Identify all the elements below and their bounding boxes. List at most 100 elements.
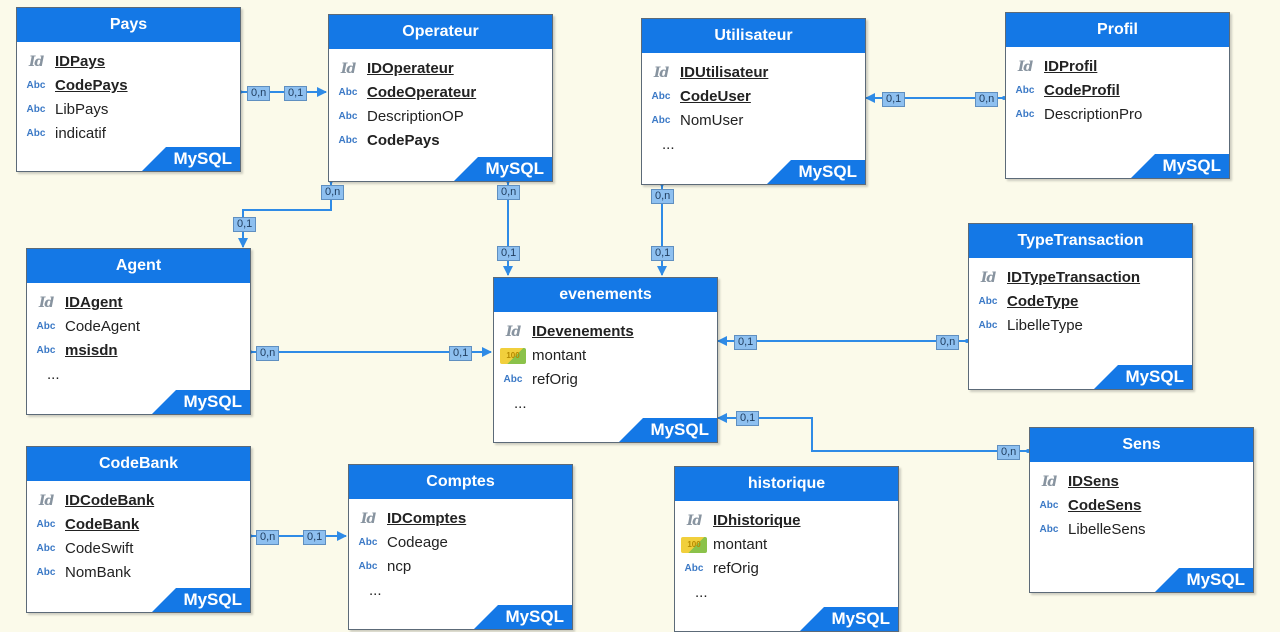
cardinality-to: 0,1	[449, 346, 473, 361]
abc-icon: Abc	[36, 543, 56, 555]
badge-corner	[1155, 568, 1179, 592]
entity-title: Operateur	[329, 15, 552, 49]
badge-corner	[1094, 365, 1118, 389]
entity-title: historique	[675, 467, 898, 501]
mysql-badge	[643, 418, 717, 442]
field-name: CodePays	[55, 77, 128, 94]
field-name: LibelleSens	[1068, 521, 1146, 538]
field-row[interactable]: Abc LibelleSens	[1036, 518, 1253, 542]
mysql-label: MySQL	[798, 162, 857, 181]
mysql-label: MySQL	[485, 159, 544, 178]
id-icon: Id	[980, 270, 996, 287]
relation-operateur-agent[interactable]	[238, 181, 332, 248]
field-name: CodeSwift	[65, 540, 134, 557]
entity-title: Pays	[17, 8, 240, 42]
id-icon: Id	[38, 295, 54, 312]
cardinality-from: 0,n	[256, 530, 280, 545]
abc-icon: Abc	[338, 87, 358, 99]
mysql-badge	[478, 157, 552, 181]
field-name: IDAgent	[65, 294, 123, 311]
field-row[interactable]: Abc LibelleType	[975, 314, 1192, 338]
badge-corner	[152, 390, 176, 414]
entity-title: Profil	[1006, 13, 1229, 47]
entity-title: evenements	[494, 278, 717, 312]
cardinality-to: 0,1	[303, 530, 327, 545]
entity-title: Utilisateur	[642, 19, 865, 53]
field-name: LibelleType	[1007, 317, 1083, 334]
field-name: IDevenements	[532, 323, 634, 340]
field-row[interactable]: Abc DescriptionPro	[1012, 103, 1229, 127]
entity-title: Comptes	[349, 465, 572, 499]
field-name: CodeAgent	[65, 318, 141, 335]
cardinality-to: 0,1	[497, 246, 521, 261]
cardinality-to: 0,1	[651, 246, 675, 261]
abc-icon: Abc	[1015, 109, 1035, 121]
field-name: DescriptionPro	[1044, 106, 1143, 123]
field-name: CodeType	[1007, 293, 1079, 310]
field-row[interactable]: Id IDAgent	[33, 291, 250, 315]
id-icon: Id	[38, 493, 54, 510]
id-icon: Id	[28, 54, 44, 71]
mysql-badge	[1179, 568, 1253, 592]
abc-icon: Abc	[26, 128, 46, 140]
mysql-label: MySQL	[183, 590, 242, 609]
field-name: IDhistorique	[713, 512, 801, 529]
abc-icon: Abc	[978, 320, 998, 332]
badge-corner	[1131, 154, 1155, 178]
badge-corner	[619, 418, 643, 442]
mysql-label: MySQL	[173, 149, 232, 168]
abc-icon: Abc	[1039, 524, 1059, 536]
entity-title: TypeTransaction	[969, 224, 1192, 258]
field-row[interactable]: Abc CodeSwift	[33, 537, 250, 561]
field-name: IDProfil	[1044, 58, 1098, 75]
abc-icon: Abc	[1039, 500, 1059, 512]
cardinality-from: 0,n	[497, 185, 521, 200]
mysql-badge	[1118, 365, 1192, 389]
abc-icon: Abc	[651, 91, 671, 103]
relation-sens-evenements[interactable]	[717, 413, 1028, 452]
field-name: montant	[532, 347, 587, 364]
